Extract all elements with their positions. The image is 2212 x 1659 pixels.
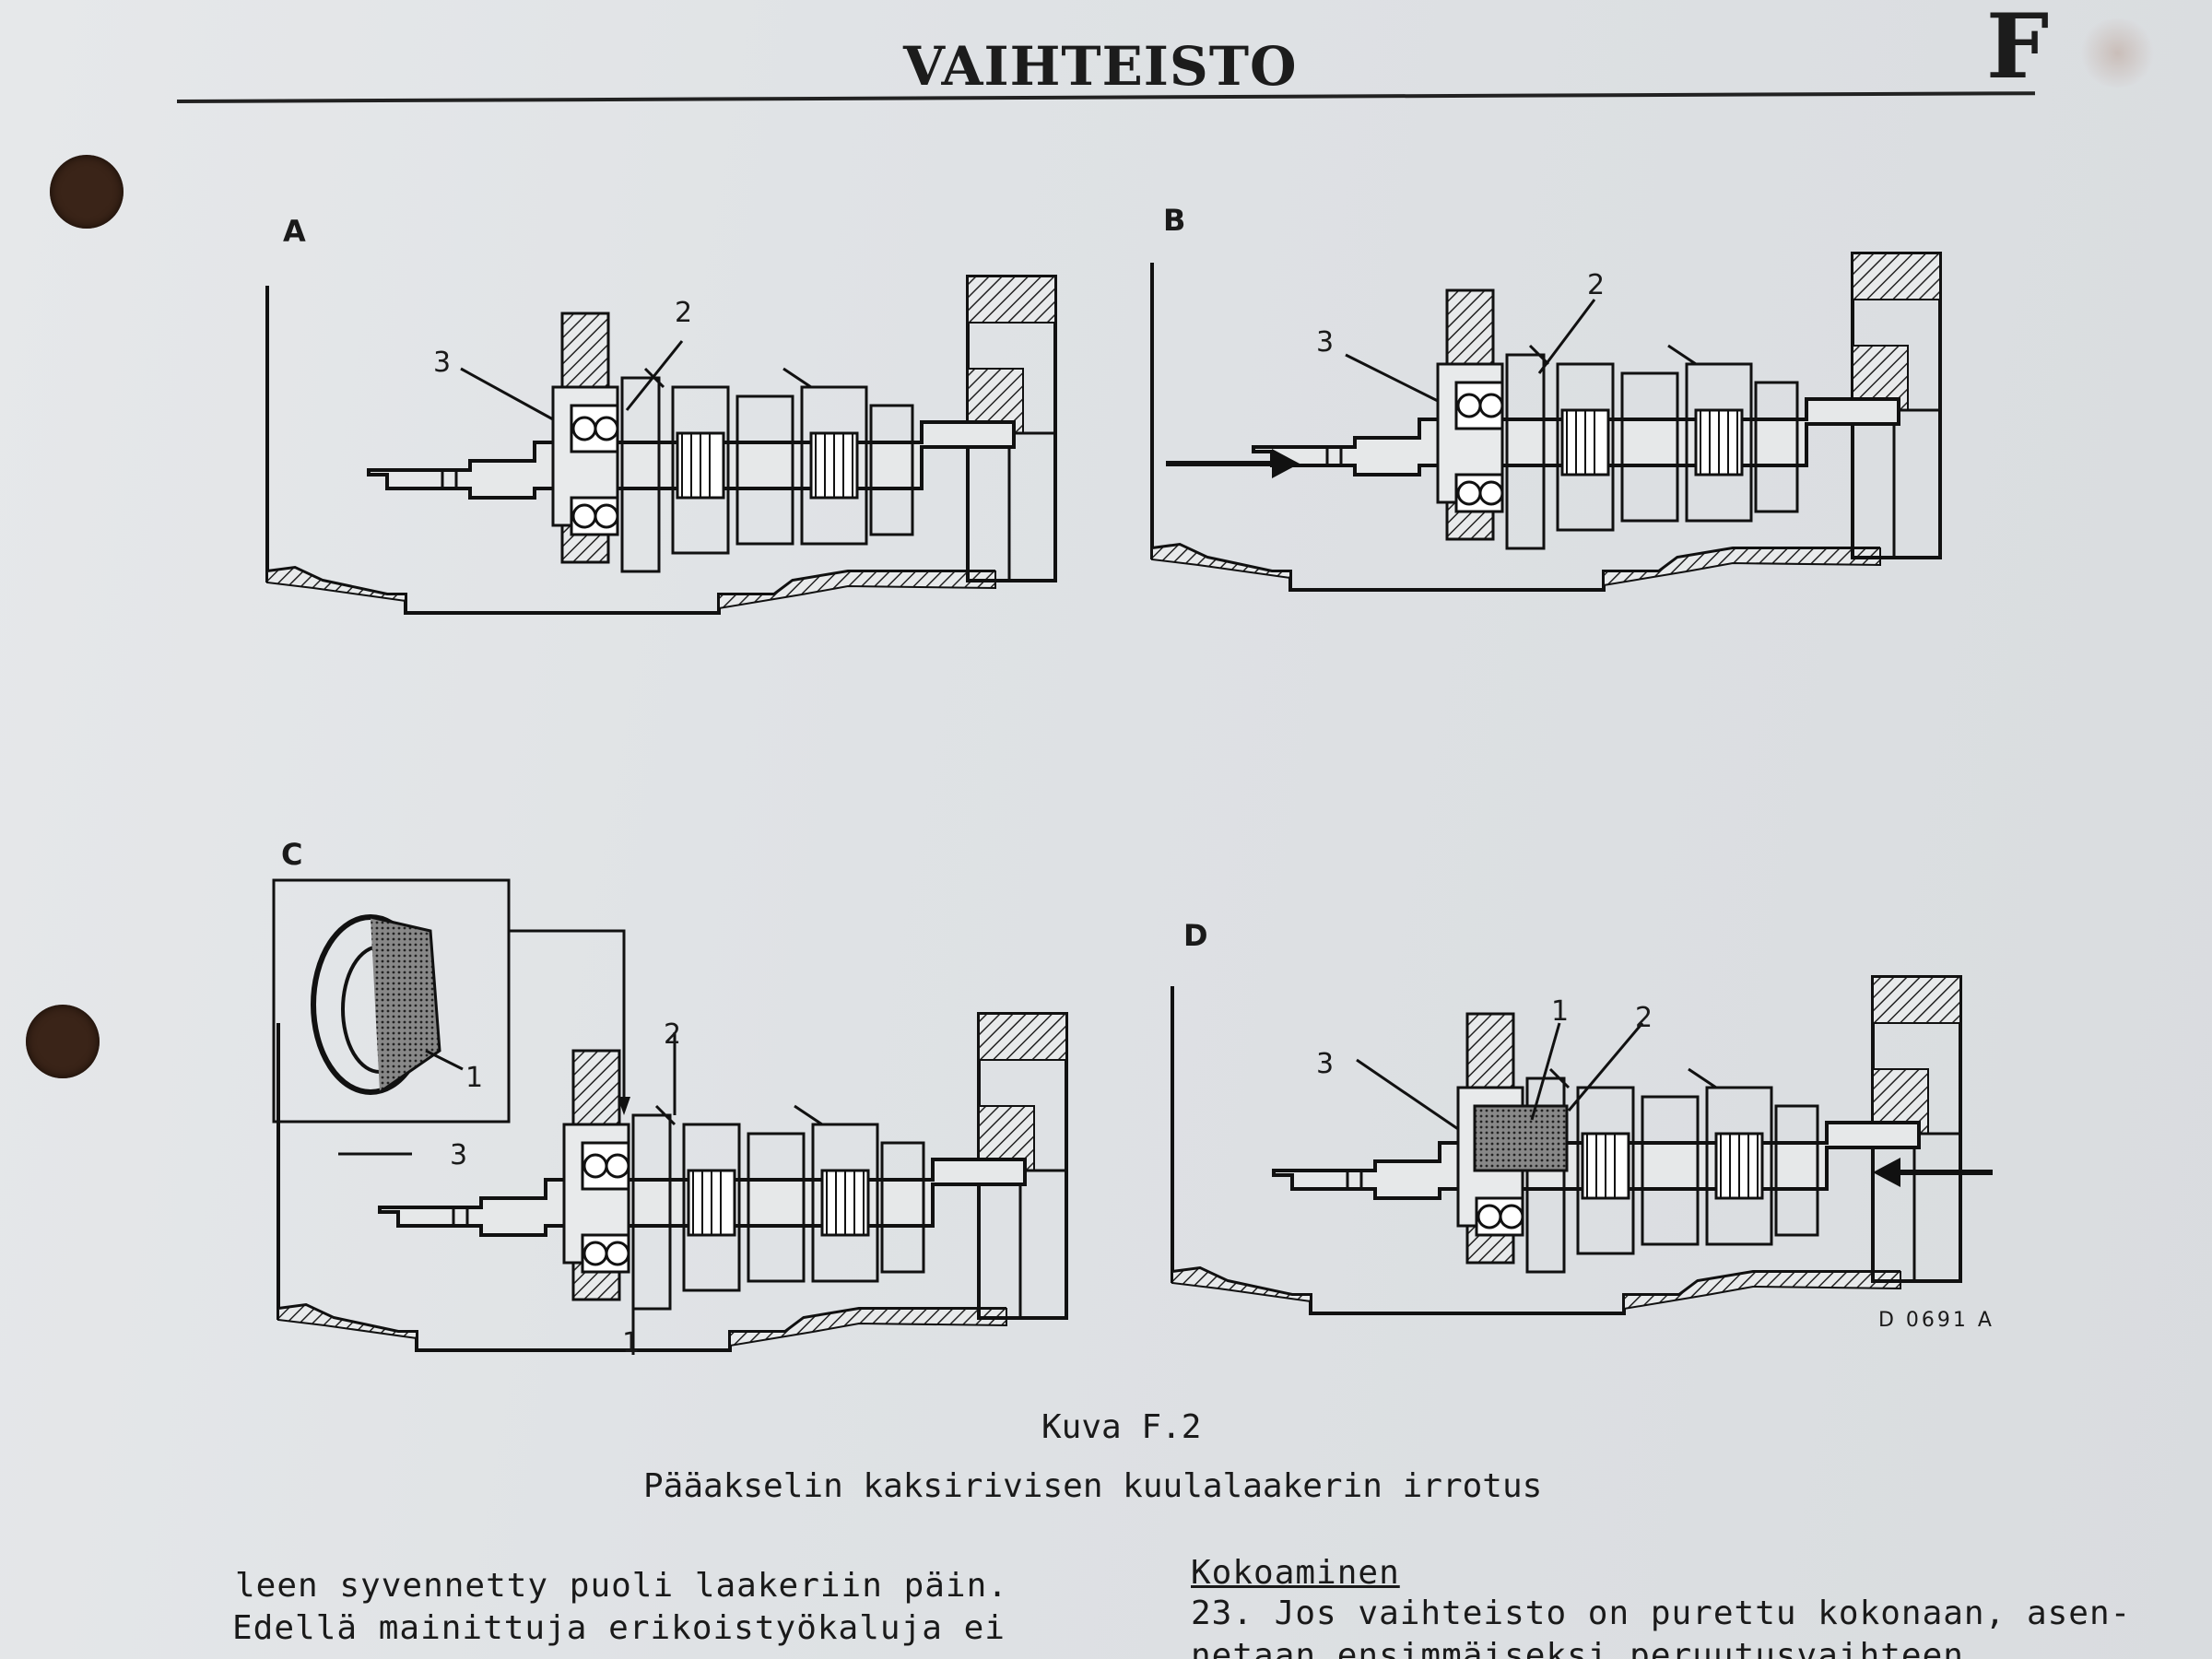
figure-d-letter: D xyxy=(1183,918,1208,953)
figure-d-callout-2: 2 xyxy=(1635,1002,1653,1034)
left-column-line-2: Edellä mainittuja erikoistyökaluja ei xyxy=(232,1609,1006,1647)
figure-b-callout-3: 3 xyxy=(1316,326,1335,359)
drawing-code: D 0691 A xyxy=(1878,1309,1994,1332)
figure-c-callout-3: 3 xyxy=(450,1139,468,1171)
figure-d-drawing xyxy=(1171,975,1993,1315)
figure-number: Kuva F.2 xyxy=(1041,1408,1202,1446)
figure-c-letter: C xyxy=(281,837,303,872)
section-letter: F xyxy=(1986,0,2050,99)
figure-b-letter: B xyxy=(1163,203,1186,238)
figure-a-callout-2: 2 xyxy=(675,297,693,329)
punch-hole-bottom xyxy=(26,1005,100,1078)
page-title: VAIHTEISTO xyxy=(903,35,1298,98)
figure-a-drawing xyxy=(265,275,1057,615)
figure-a-letter: A xyxy=(283,214,306,249)
figure-c-callout-1: 1 xyxy=(622,1327,641,1359)
section-heading-kokoaminen: Kokoaminen xyxy=(1191,1554,1400,1592)
figure-d-callout-3: 3 xyxy=(1316,1048,1335,1080)
right-column-line-1: 23. Jos vaihteisto on purettu kokonaan, … xyxy=(1191,1594,2132,1632)
figure-c-callout-1-inset: 1 xyxy=(465,1062,484,1094)
figure-a-callout-3: 3 xyxy=(433,347,452,379)
right-column-line-2: netaan ensimmäiseksi peruutusvaihteen xyxy=(1191,1637,1964,1659)
figure-b-drawing xyxy=(1150,252,1942,592)
figure-caption: Pääakselin kaksirivisen kuulalaakerin ir… xyxy=(643,1467,1543,1505)
punch-hole-top xyxy=(50,155,124,229)
figure-d-callout-1: 1 xyxy=(1551,995,1570,1028)
left-column-line-1: leen syvennetty puoli laakeriin päin. xyxy=(235,1567,1008,1605)
figure-c-callout-2: 2 xyxy=(664,1018,682,1051)
paper-stain xyxy=(2078,18,2157,88)
figure-b-callout-2: 2 xyxy=(1587,269,1606,301)
figure-c-drawing xyxy=(272,878,1068,1355)
